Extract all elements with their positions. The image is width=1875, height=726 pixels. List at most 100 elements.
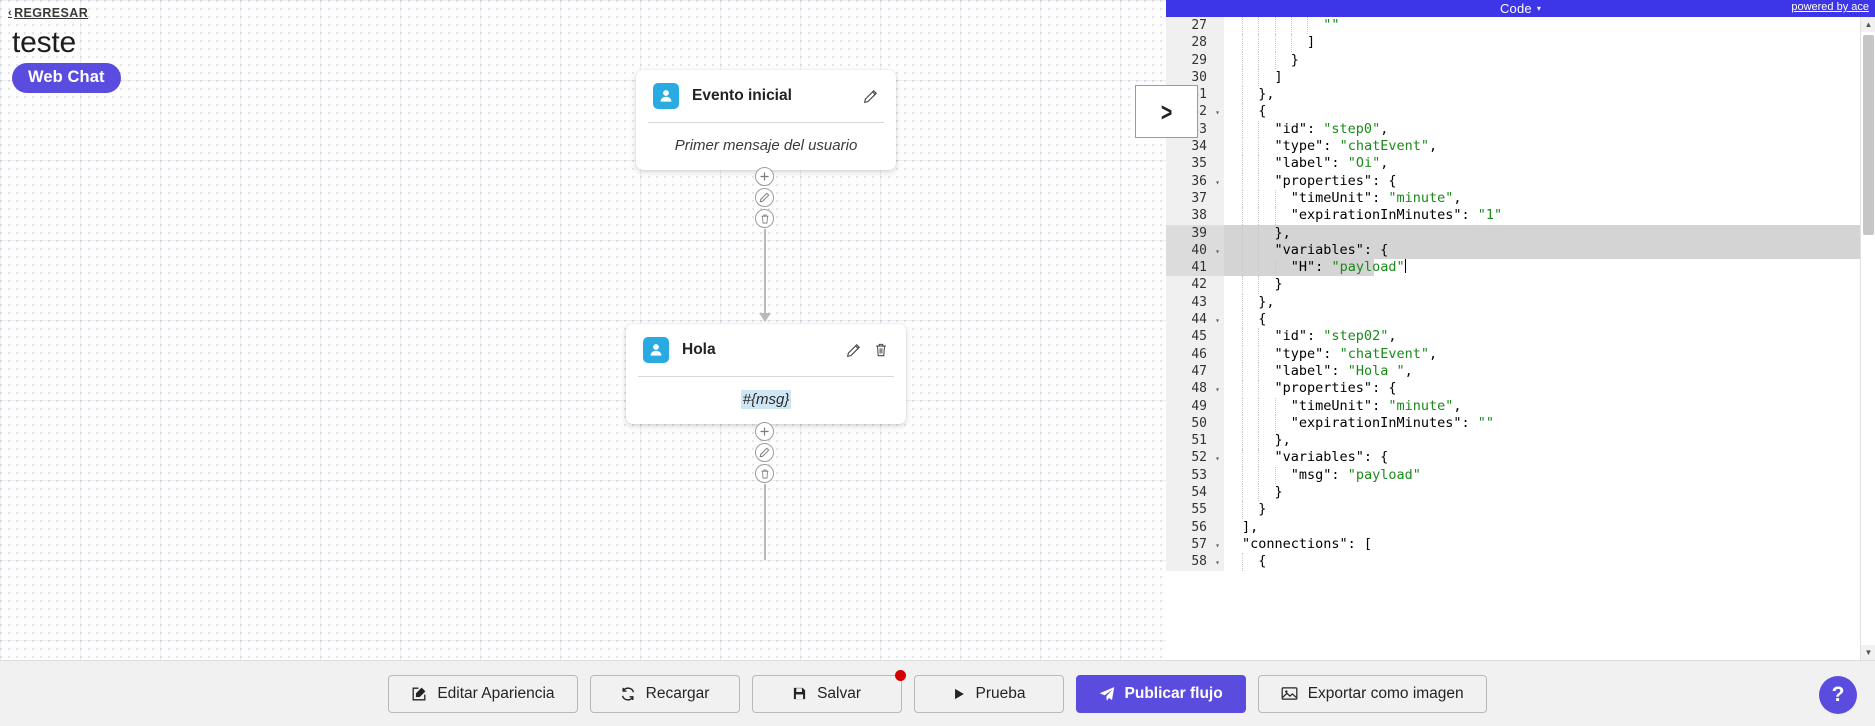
code-line[interactable]: 49 "timeUnit": "minute", [1166,397,1875,415]
flow-canvas[interactable]: ‹ REGRESAR teste Web Chat Evento inicial [0,0,1166,660]
code-line[interactable]: 57▾"connections": [ [1166,535,1875,554]
line-number: 45 [1166,328,1224,346]
line-number: 54 [1166,484,1224,502]
code-line[interactable]: 45 "id": "step02", [1166,328,1875,346]
node-actions [863,89,878,104]
scroll-up-arrow[interactable]: ▲ [1861,17,1875,32]
code-line[interactable]: 27 "" [1166,17,1875,35]
code-line[interactable]: 56], [1166,518,1875,536]
toolbar-button-exportar-como-imagen[interactable]: Exportar como imagen [1257,674,1487,713]
code-line[interactable]: 53 "msg": "payload" [1166,466,1875,485]
flow-node-evento-inicial[interactable]: Evento inicial Primer mensaje del usuari… [636,70,896,170]
line-number: 53 [1166,466,1224,485]
page-title: teste [12,26,77,59]
code-line[interactable]: 44▾ { [1166,311,1875,329]
save-disk-icon [792,686,807,701]
trash-icon[interactable] [874,343,888,357]
line-number: 46 [1166,345,1224,363]
code-text: } [1242,276,1283,294]
scrollbar-thumb[interactable] [1863,35,1874,235]
code-text: ], [1242,518,1259,535]
node-body: Primer mensaje del usuario [636,123,896,170]
trash-icon[interactable] [755,464,774,483]
code-fold-widget[interactable]: > [1135,85,1198,138]
add-icon[interactable] [755,422,774,441]
line-number: 50 [1166,414,1224,433]
code-line[interactable]: 50 "expirationInMinutes": "" [1166,414,1875,433]
add-icon[interactable] [755,167,774,186]
fold-toggle-icon[interactable]: ▾ [1215,385,1220,395]
ace-credit-link[interactable]: powered by ace [1791,1,1869,13]
code-line[interactable]: 29 } [1166,51,1875,69]
fold-toggle-icon[interactable]: ▾ [1215,540,1220,550]
node-actions [846,343,888,358]
editor-scrollbar[interactable]: ▲ ▼ [1860,17,1875,660]
code-line[interactable]: 43 }, [1166,293,1875,312]
toolbar-button-prueba[interactable]: Prueba [913,674,1064,713]
fold-toggle-icon[interactable]: ▾ [1215,108,1220,118]
code-mode-selector[interactable]: Code ▾ [1500,1,1541,16]
pencil-icon[interactable] [846,343,861,358]
code-line[interactable]: 36▾ "properties": { [1166,172,1875,190]
line-number: 36▾ [1166,172,1224,190]
chevron-right-icon: > [1160,96,1173,127]
code-line[interactable]: 40▾ "variables": { [1166,241,1875,260]
code-editor[interactable]: 27 ""28 ]29 }30 ]31 },32▾ {33 "id": "ste… [1166,17,1875,660]
code-text: } [1242,51,1299,69]
code-line[interactable]: 58▾ { [1166,553,1875,571]
code-editor-panel[interactable]: Code ▾ powered by ace 27 ""28 ]29 }30 ]3… [1166,0,1875,660]
code-line[interactable]: 35 "label": "Oi", [1166,155,1875,173]
code-line[interactable]: 52▾ "variables": { [1166,449,1875,467]
toolbar-button-publicar-flujo[interactable]: Publicar flujo [1075,674,1246,713]
toolbar-button-salvar[interactable]: Salvar [751,669,906,713]
code-line[interactable]: 41 "H": "payload" [1166,259,1875,277]
code-line[interactable]: 32▾ { [1166,103,1875,121]
code-line[interactable]: 54 } [1166,484,1875,502]
pencil-icon[interactable] [755,188,774,207]
code-line[interactable]: 33 "id": "step0", [1166,120,1875,139]
code-line[interactable]: 48▾ "properties": { [1166,380,1875,398]
toolbar-button-label: Exportar como imagen [1307,684,1464,702]
pencil-icon[interactable] [755,443,774,462]
flow-node-hola[interactable]: Hola #{msg} [626,324,906,424]
code-line[interactable]: 34 "type": "chatEvent", [1166,138,1875,156]
node-divider [648,122,884,123]
line-number: 29 [1166,51,1224,69]
line-number: 38 [1166,207,1224,225]
fold-toggle-icon[interactable]: ▾ [1215,246,1220,256]
toolbar-button-editar-apariencia[interactable]: Editar Apariencia [388,674,578,713]
code-line[interactable]: 42 } [1166,276,1875,294]
code-text: }, [1242,86,1275,104]
toolbar-button-recargar[interactable]: Recargar [589,674,740,713]
code-line[interactable]: 39 }, [1166,224,1875,243]
code-line[interactable]: 31 }, [1166,86,1875,104]
code-line[interactable]: 46 "type": "chatEvent", [1166,345,1875,363]
line-number: 39 [1166,224,1224,242]
line-number: 58▾ [1166,553,1224,571]
help-button[interactable]: ? [1819,676,1857,714]
code-line[interactable]: 55 } [1166,501,1875,519]
code-line[interactable]: 38 "expirationInMinutes": "1" [1166,207,1875,225]
code-text: }, [1242,293,1275,312]
code-line[interactable]: 37 "timeUnit": "minute", [1166,189,1875,208]
code-line[interactable]: 30 ] [1166,68,1875,87]
code-line[interactable]: 28 ] [1166,34,1875,52]
fold-toggle-icon[interactable]: ▾ [1215,177,1220,187]
trash-icon[interactable] [755,209,774,228]
fold-toggle-icon[interactable]: ▾ [1215,454,1220,464]
code-text: "H": "payload" [1224,259,1875,277]
channel-badge: Web Chat [12,63,121,93]
fold-toggle-icon[interactable]: ▾ [1215,316,1220,326]
code-text: ] [1242,34,1316,52]
line-number: 37 [1166,189,1224,208]
pencil-icon[interactable] [863,89,878,104]
back-link[interactable]: ‹ REGRESAR [8,6,88,20]
code-line[interactable]: 47 "label": "Hola ", [1166,362,1875,381]
line-number: 51 [1166,432,1224,450]
scroll-down-arrow[interactable]: ▼ [1861,645,1875,660]
line-number: 44▾ [1166,311,1224,329]
chevron-down-icon: ▾ [1536,4,1542,13]
code-line[interactable]: 51 }, [1166,432,1875,450]
fold-toggle-icon[interactable]: ▾ [1215,558,1220,568]
